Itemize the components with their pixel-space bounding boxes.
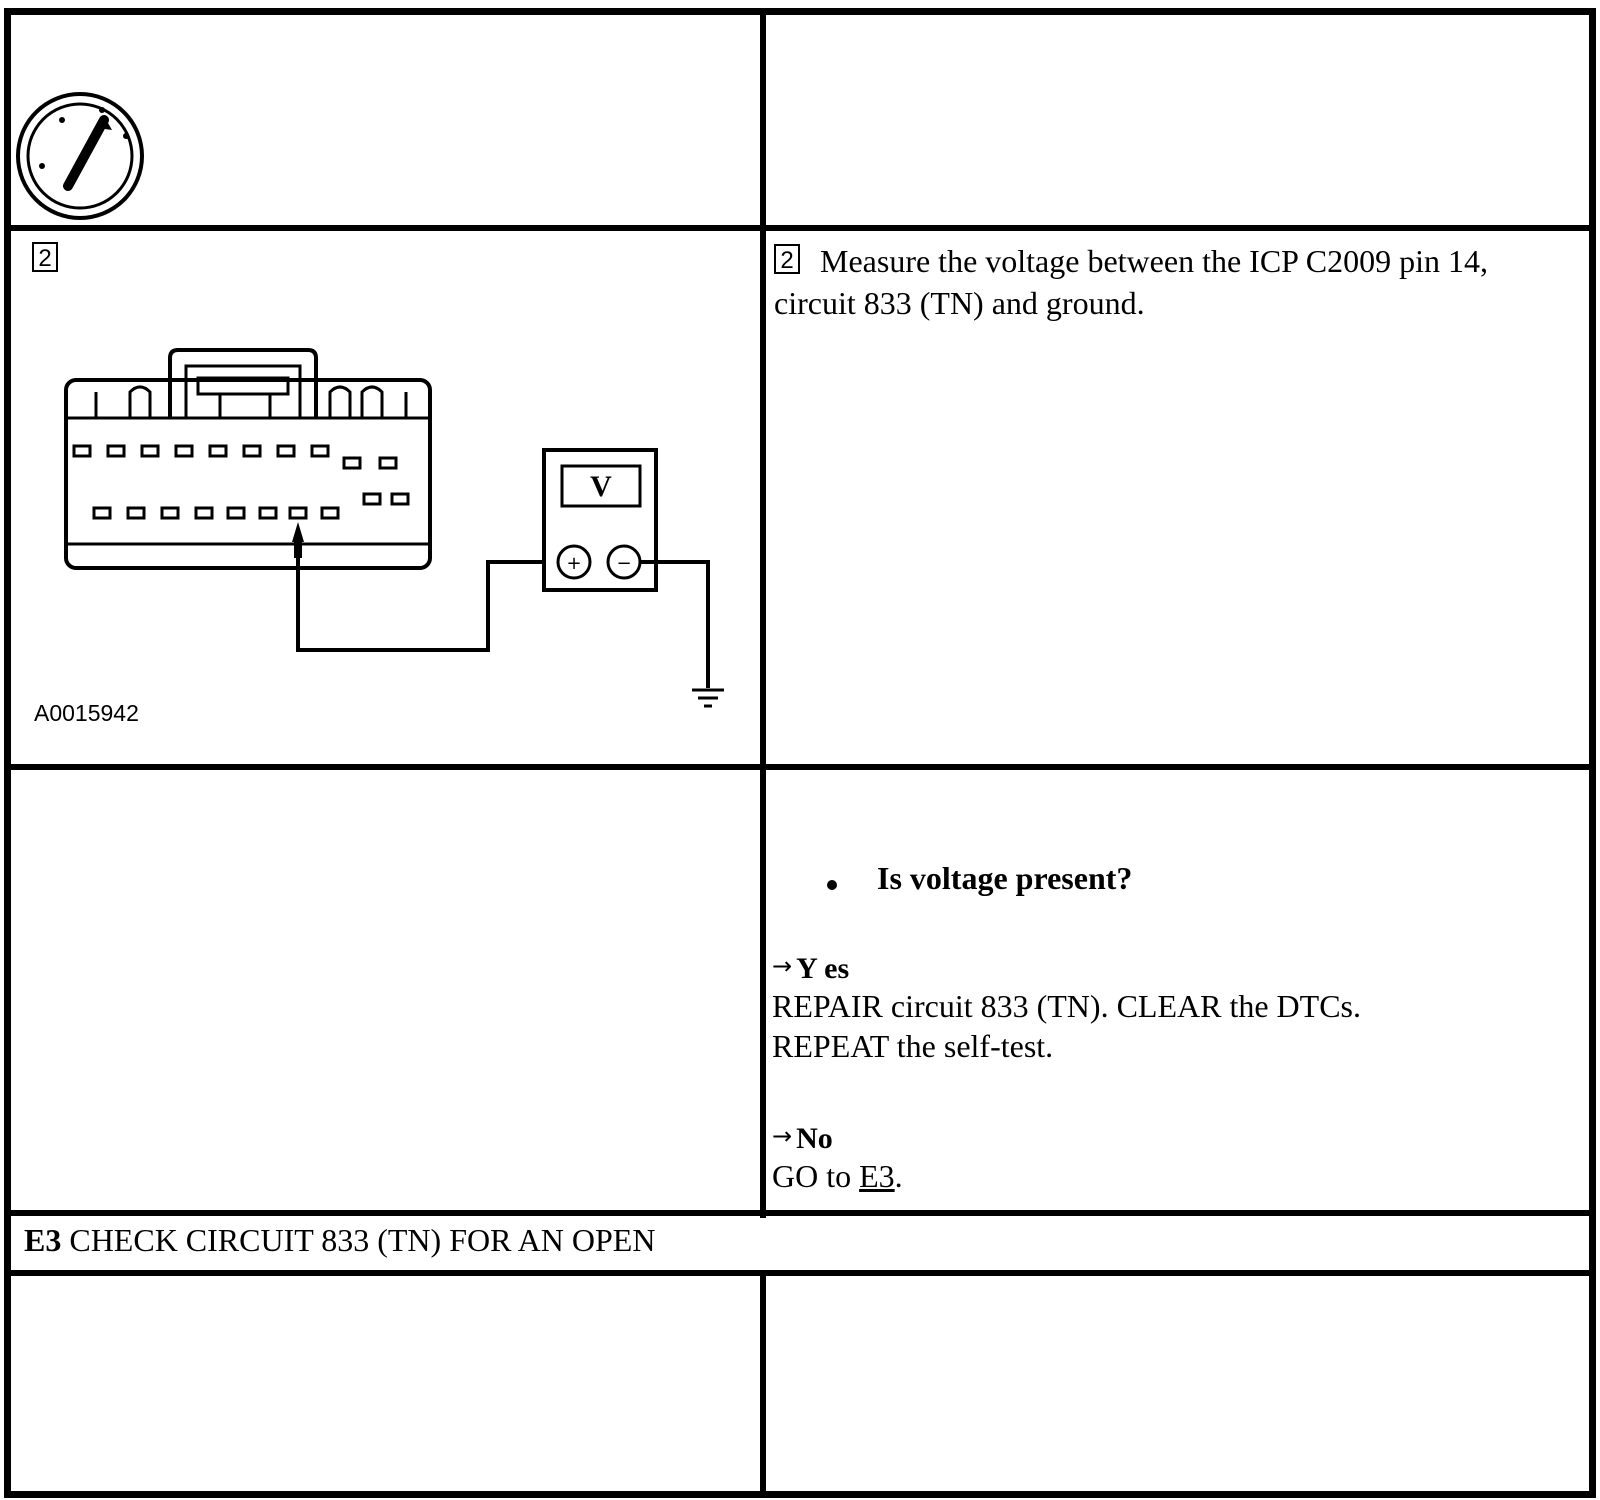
answer-no-prefix: GO to: [772, 1158, 860, 1194]
answer-no-suffix: .: [894, 1158, 903, 1194]
meter-plus: +: [566, 553, 581, 574]
answer-yes-line-1: REPAIR circuit 833 (TN). CLEAR the DTCs.: [772, 988, 1361, 1024]
link-e3[interactable]: E3: [859, 1158, 895, 1194]
figure-cell: 2: [12, 232, 757, 762]
voltmeter-icon: V + −: [542, 448, 658, 592]
figure-id: A0015942: [34, 700, 139, 726]
answer-no: → No GO to E3.: [772, 1122, 1572, 1196]
bullet-icon: [827, 880, 837, 891]
column-divider-top: [760, 8, 766, 1218]
arrow-right-icon: →: [772, 1122, 793, 1150]
instruction-cell: 2 Measure the voltage between the ICP C2…: [774, 240, 1574, 324]
meter-minus: −: [616, 553, 631, 574]
column-divider-bottom: [760, 1273, 766, 1493]
question-cell: Is voltage present?: [772, 860, 1572, 897]
row-divider-4: [4, 1270, 1596, 1276]
ignition-switch-icon: [16, 92, 144, 220]
ground-icon: [692, 688, 724, 708]
connector-voltmeter-diagram: V + −: [64, 348, 724, 708]
step-number-box-figure: 2: [32, 242, 58, 272]
meter-symbol: V: [590, 470, 612, 503]
answer-no-label: No: [796, 1122, 833, 1155]
next-step-title: CHECK CIRCUIT 833 (TN) FOR AN OPEN: [61, 1222, 656, 1258]
row-divider-2: [4, 764, 1596, 770]
step-instruction: Measure the voltage between the ICP C200…: [774, 243, 1488, 321]
next-step-code: E3: [24, 1222, 62, 1258]
row-divider-1: [4, 225, 1596, 231]
row-divider-3: [4, 1210, 1596, 1216]
ignition-cell: [14, 90, 154, 230]
arrow-right-icon: →: [772, 952, 793, 980]
table-frame: [4, 8, 1596, 1498]
test-lead: [292, 522, 710, 688]
answer-yes-label: Y es: [796, 952, 850, 985]
step-number-box: 2: [774, 244, 800, 274]
question-text: Is voltage present?: [877, 860, 1133, 896]
next-step-heading: E3 CHECK CIRCUIT 833 (TN) FOR AN OPEN: [24, 1220, 1564, 1260]
connector-icon: [64, 348, 432, 570]
answer-yes: → Y es REPAIR circuit 833 (TN). CLEAR th…: [772, 952, 1572, 1066]
answer-yes-line-2: REPEAT the self-test.: [772, 1028, 1054, 1064]
